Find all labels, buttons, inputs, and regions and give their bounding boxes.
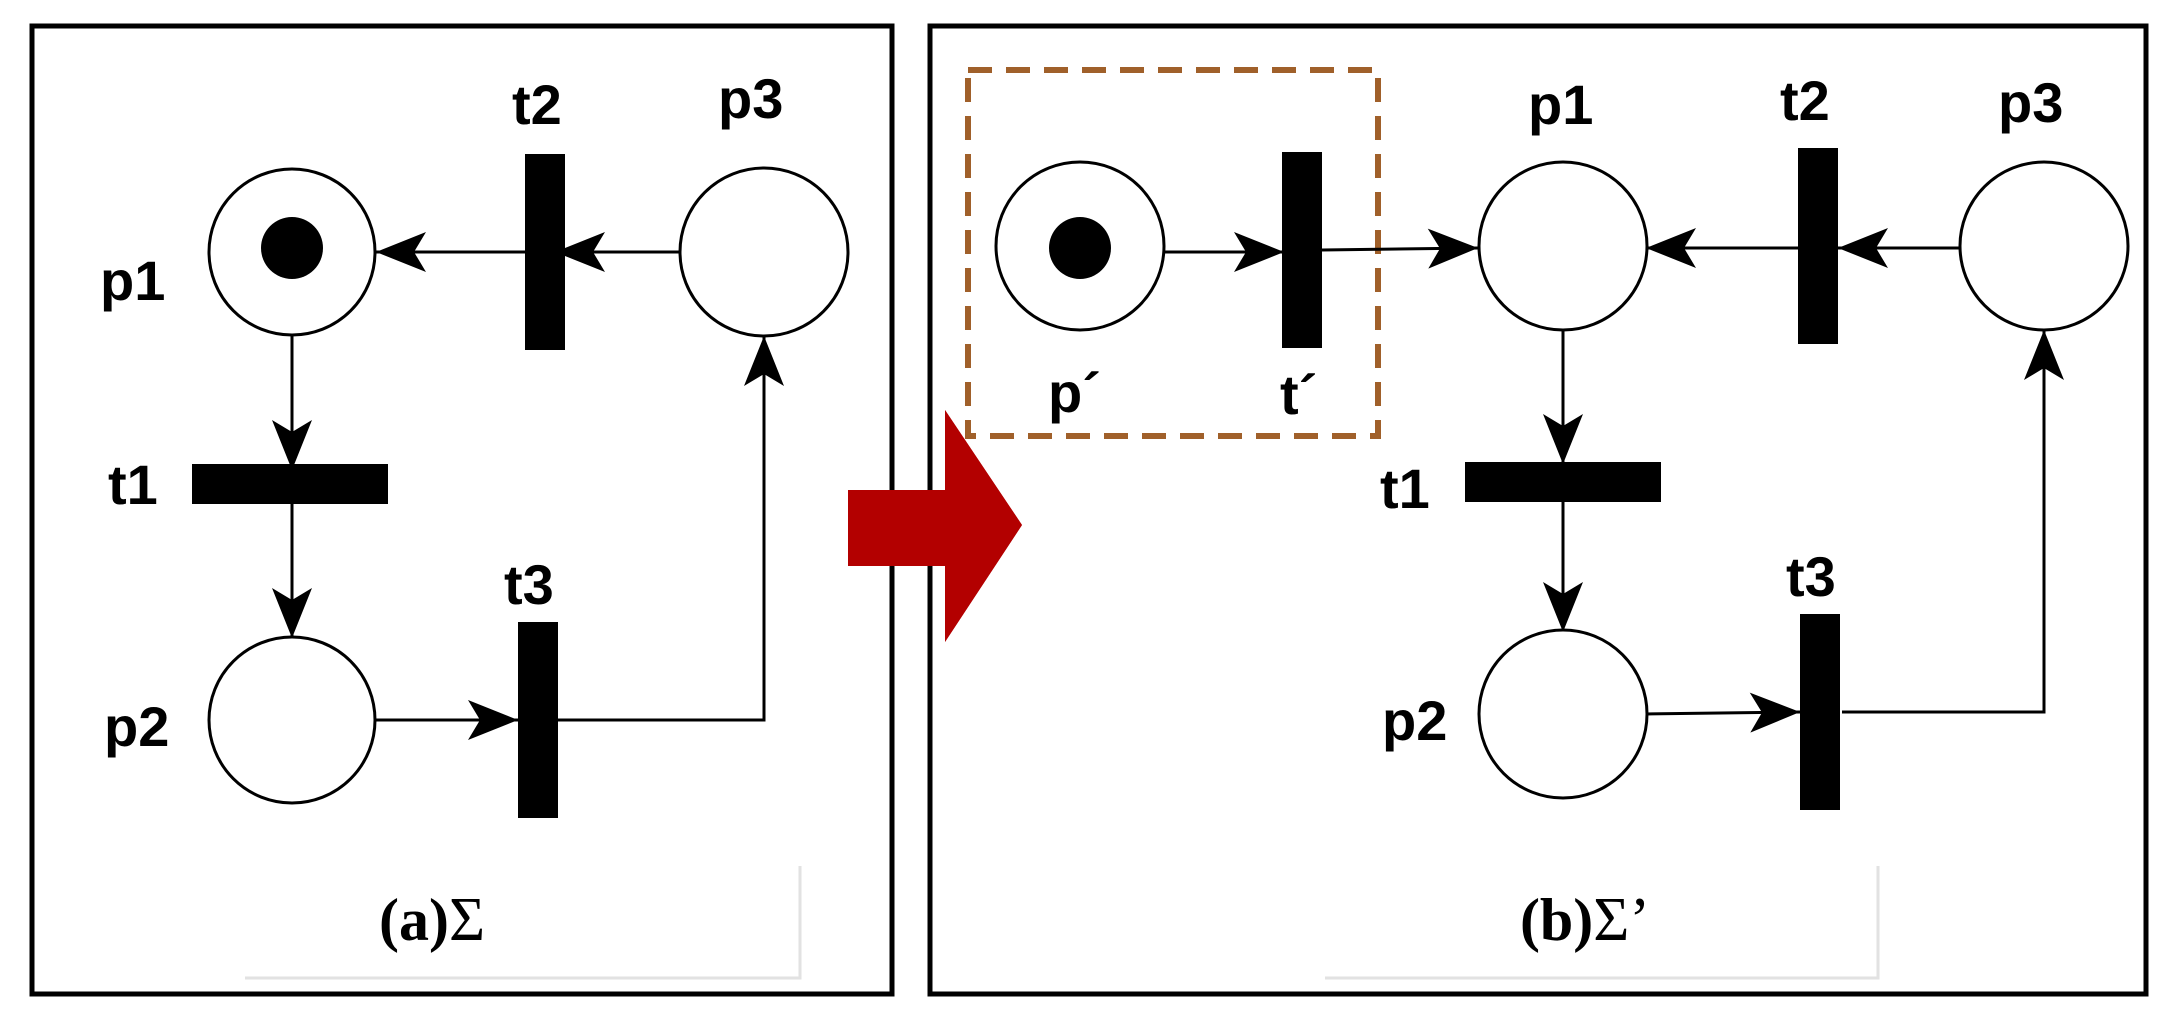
transition-t-prime — [1282, 152, 1322, 348]
label-p1: p1 — [1528, 73, 1593, 136]
label-t3: t3 — [504, 553, 554, 616]
place-p3 — [1958, 160, 2130, 332]
added-structure-highlight — [965, 67, 1381, 439]
token-p1 — [261, 217, 323, 279]
panel-a-caption: (a)Σ — [379, 886, 485, 954]
label-p3: p3 — [1998, 71, 2063, 134]
label-p2: p2 — [1382, 689, 1447, 752]
label-p3: p3 — [718, 67, 783, 130]
label-t2: t2 — [1780, 69, 1830, 132]
place-p3 — [678, 166, 850, 338]
panel-a-caption-symbol: Σ — [449, 886, 485, 954]
panel-b-caption-symbol: Σ’ — [1593, 886, 1650, 954]
panel-b: p´ t´ p1 t2 p3 t1 t3 p2 (b)Σ’ — [848, 23, 2149, 997]
label-t1: t1 — [1380, 457, 1430, 520]
arc-t3-p3 — [546, 336, 784, 722]
label-p2: p2 — [104, 695, 169, 758]
arc-tprime-p1 — [1321, 228, 1479, 269]
arc-t3-p3 — [1842, 330, 2064, 714]
label-p1: p1 — [100, 249, 165, 312]
arc-p2-t3 — [1645, 692, 1801, 733]
panel-b-caption-letter: (b) — [1520, 887, 1593, 953]
place-p1 — [1477, 160, 1649, 332]
panel-a-caption-frame — [245, 866, 802, 980]
place-p2 — [1477, 628, 1649, 800]
panel-a-caption-letter: (a) — [379, 887, 449, 953]
label-t3: t3 — [1786, 545, 1836, 608]
label-t1: t1 — [108, 453, 158, 516]
place-p2 — [207, 635, 377, 805]
transition-t1 — [192, 464, 388, 504]
panel-a: p1 t2 p3 t1 t3 p2 (a)Σ — [29, 23, 895, 997]
transition-t2 — [525, 154, 565, 350]
label-t-prime: t´ — [1280, 363, 1317, 426]
label-p-prime: p´ — [1048, 361, 1101, 424]
transition-t2 — [1798, 148, 1838, 344]
transition-t1 — [1465, 462, 1661, 502]
token-p-prime — [1049, 217, 1111, 279]
transition-t3 — [518, 622, 558, 818]
transition-t3 — [1800, 614, 1840, 810]
panel-b-caption-frame — [1325, 866, 1880, 980]
label-t2: t2 — [512, 73, 562, 136]
panel-b-caption: (b)Σ’ — [1520, 886, 1650, 954]
right-arrow-overlay — [848, 410, 1022, 642]
